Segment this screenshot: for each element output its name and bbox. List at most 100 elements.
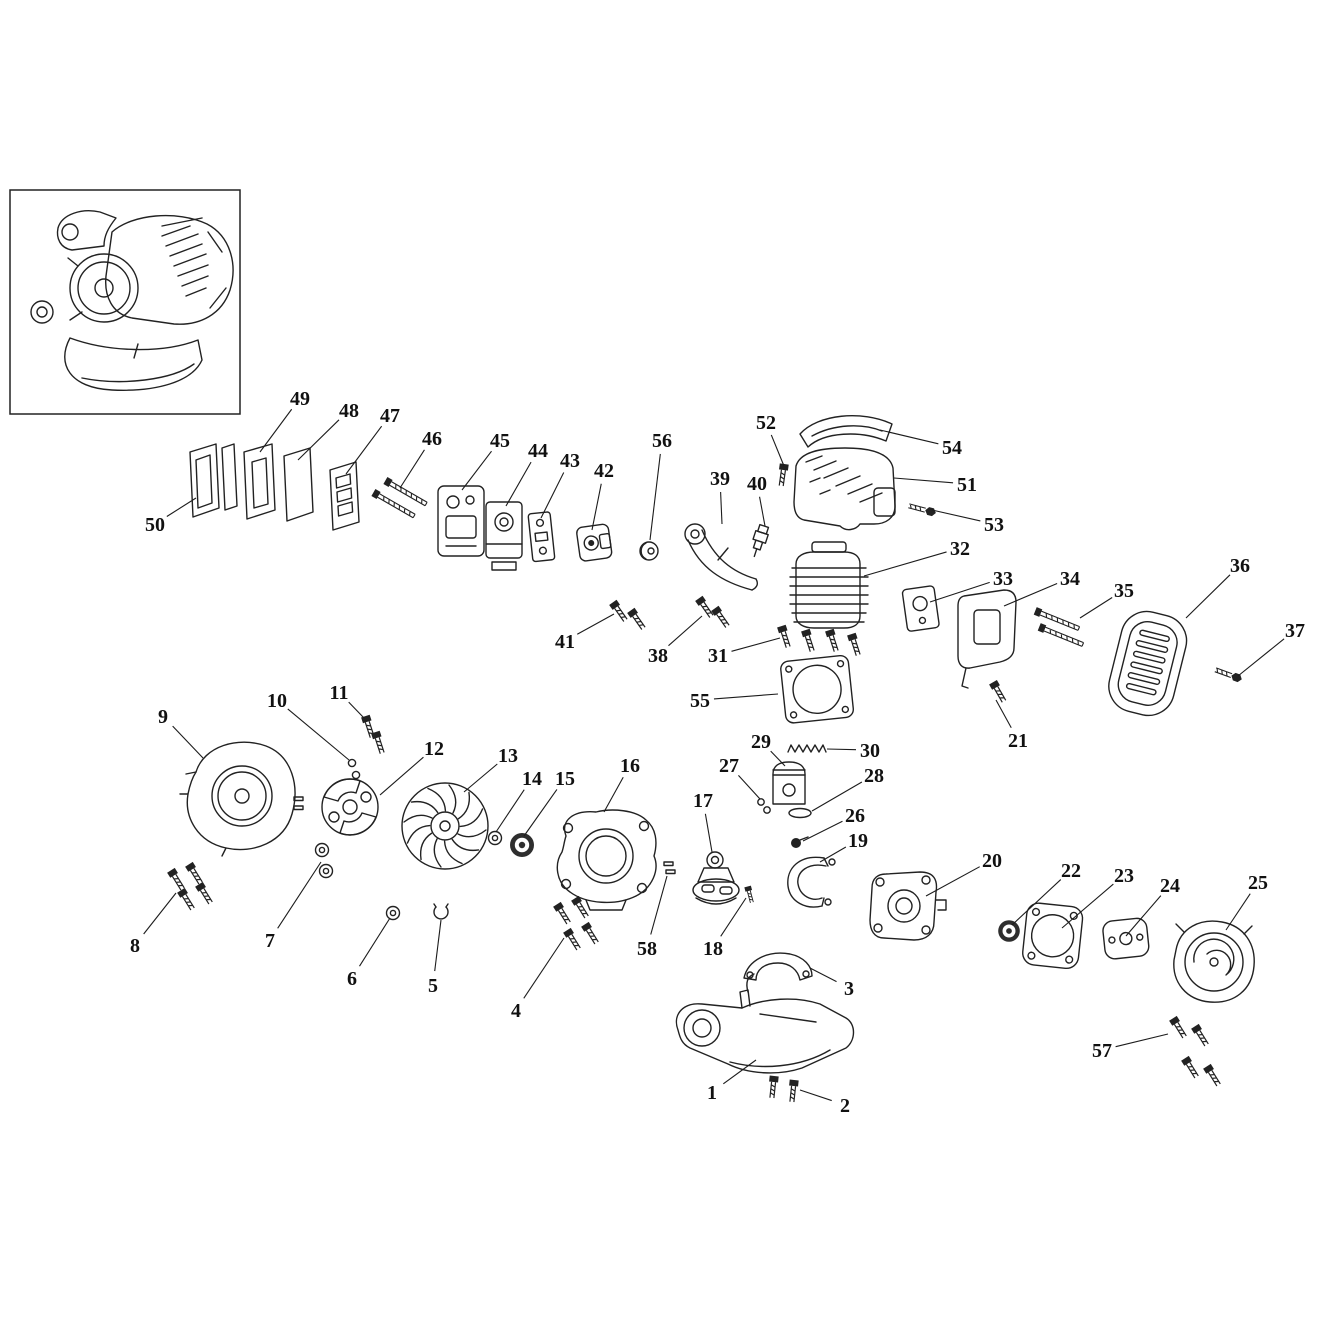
part-16-crankcase-half xyxy=(556,809,657,911)
leader-line-34 xyxy=(1003,582,1058,607)
part-number-26: 26 xyxy=(845,805,865,827)
part-number-57: 57 xyxy=(1092,1040,1112,1062)
leader-line-44 xyxy=(505,461,532,507)
part-number-19: 19 xyxy=(848,830,868,852)
part-12-clutch xyxy=(321,778,379,836)
part-number-48: 48 xyxy=(339,400,359,422)
part-number-21: 21 xyxy=(1008,730,1028,752)
part-14-washer xyxy=(487,830,503,846)
part-55-cylinder-gasket xyxy=(780,654,855,724)
part-number-23: 23 xyxy=(1114,865,1134,887)
leader-line-19 xyxy=(819,846,847,863)
leader-line-15 xyxy=(523,789,558,837)
leader-line-8 xyxy=(143,892,177,935)
part-number-16: 16 xyxy=(620,755,640,777)
part-20-crankcase-cover xyxy=(869,871,947,941)
part-37-bolt xyxy=(1213,665,1244,684)
part-number-44: 44 xyxy=(528,440,548,462)
part-15-bearing xyxy=(510,833,534,857)
part-24-plate xyxy=(1102,917,1150,960)
part-number-58: 58 xyxy=(637,938,657,960)
part-number-36: 36 xyxy=(1230,555,1250,577)
part-32-cylinder xyxy=(789,541,869,629)
leader-line-11 xyxy=(348,701,365,719)
part-7-washers xyxy=(314,842,334,879)
leader-line-32 xyxy=(863,551,947,577)
part-29-piston xyxy=(772,761,806,805)
part-number-50: 50 xyxy=(145,514,165,536)
leader-line-17 xyxy=(704,813,713,853)
part-number-11: 11 xyxy=(330,682,349,704)
leader-line-21 xyxy=(995,699,1012,728)
part-13-flywheel xyxy=(401,782,489,870)
leader-line-43 xyxy=(540,472,565,519)
part-5-circlip xyxy=(433,903,449,920)
part-25-recoil-starter xyxy=(1173,920,1255,1003)
part-40-spark-plug xyxy=(752,523,770,558)
part-number-38: 38 xyxy=(648,645,668,667)
leader-line-4 xyxy=(523,937,565,999)
part-27-clips xyxy=(757,798,771,814)
part-50-cover-plates xyxy=(189,443,238,518)
part-number-28: 28 xyxy=(864,765,884,787)
part-number-12: 12 xyxy=(424,738,444,760)
leader-line-38 xyxy=(668,615,703,647)
leader-line-25 xyxy=(1225,893,1251,931)
part-number-33: 33 xyxy=(993,568,1013,590)
leader-line-51 xyxy=(893,477,954,484)
part-23-cover-gasket xyxy=(1022,902,1084,970)
leader-line-35 xyxy=(1079,597,1113,619)
part-number-29: 29 xyxy=(751,731,771,753)
leader-line-40 xyxy=(759,496,766,527)
part-51-engine-shroud xyxy=(793,447,896,531)
part-28-piston-ring xyxy=(788,807,812,819)
inset-border xyxy=(9,189,241,415)
leader-line-54 xyxy=(879,429,939,445)
part-49-filter-plate xyxy=(243,443,276,520)
part-39-handle-pipe xyxy=(684,523,759,591)
leader-line-20 xyxy=(925,866,980,897)
part-number-55: 55 xyxy=(690,690,710,712)
part-number-27: 27 xyxy=(719,755,739,777)
part-number-47: 47 xyxy=(380,405,400,427)
part-number-20: 20 xyxy=(982,850,1002,872)
part-34-insulator xyxy=(957,589,1017,689)
part-number-53: 53 xyxy=(984,514,1004,536)
part-number-14: 14 xyxy=(522,768,542,790)
leader-line-36 xyxy=(1185,574,1231,619)
part-number-6: 6 xyxy=(347,968,357,990)
leader-line-56 xyxy=(649,453,661,541)
part-number-49: 49 xyxy=(290,388,310,410)
part-number-24: 24 xyxy=(1160,875,1180,897)
part-number-15: 15 xyxy=(555,768,575,790)
part-number-9: 9 xyxy=(158,706,168,728)
part-number-39: 39 xyxy=(710,468,730,490)
part-30-spring xyxy=(787,744,827,753)
leader-line-49 xyxy=(259,408,293,453)
part-53-bolt xyxy=(907,501,938,518)
part-number-1: 1 xyxy=(707,1082,717,1104)
part-10-washers xyxy=(347,758,361,780)
part-number-31: 31 xyxy=(708,645,728,667)
part-35-long-screws xyxy=(1033,606,1085,649)
leader-line-45 xyxy=(461,450,492,491)
part-41-screws xyxy=(608,599,648,632)
leader-line-3 xyxy=(809,967,837,983)
part-number-17: 17 xyxy=(693,790,713,812)
part-number-46: 46 xyxy=(422,428,442,450)
part-33-gasket xyxy=(901,585,940,632)
part-1-muffler-assembly xyxy=(675,973,855,1074)
part-6-washer xyxy=(385,905,401,921)
part-26-pin xyxy=(791,836,809,848)
leader-line-2 xyxy=(799,1089,832,1102)
part-number-37: 37 xyxy=(1285,620,1305,642)
part-11-screws xyxy=(360,714,388,756)
leader-line-37 xyxy=(1237,638,1285,677)
part-number-42: 42 xyxy=(594,460,614,482)
leader-line-7 xyxy=(277,861,322,929)
assembled-engine-inset xyxy=(9,189,241,415)
leader-line-24 xyxy=(1125,895,1162,937)
part-17-intake-assembly xyxy=(692,851,740,905)
